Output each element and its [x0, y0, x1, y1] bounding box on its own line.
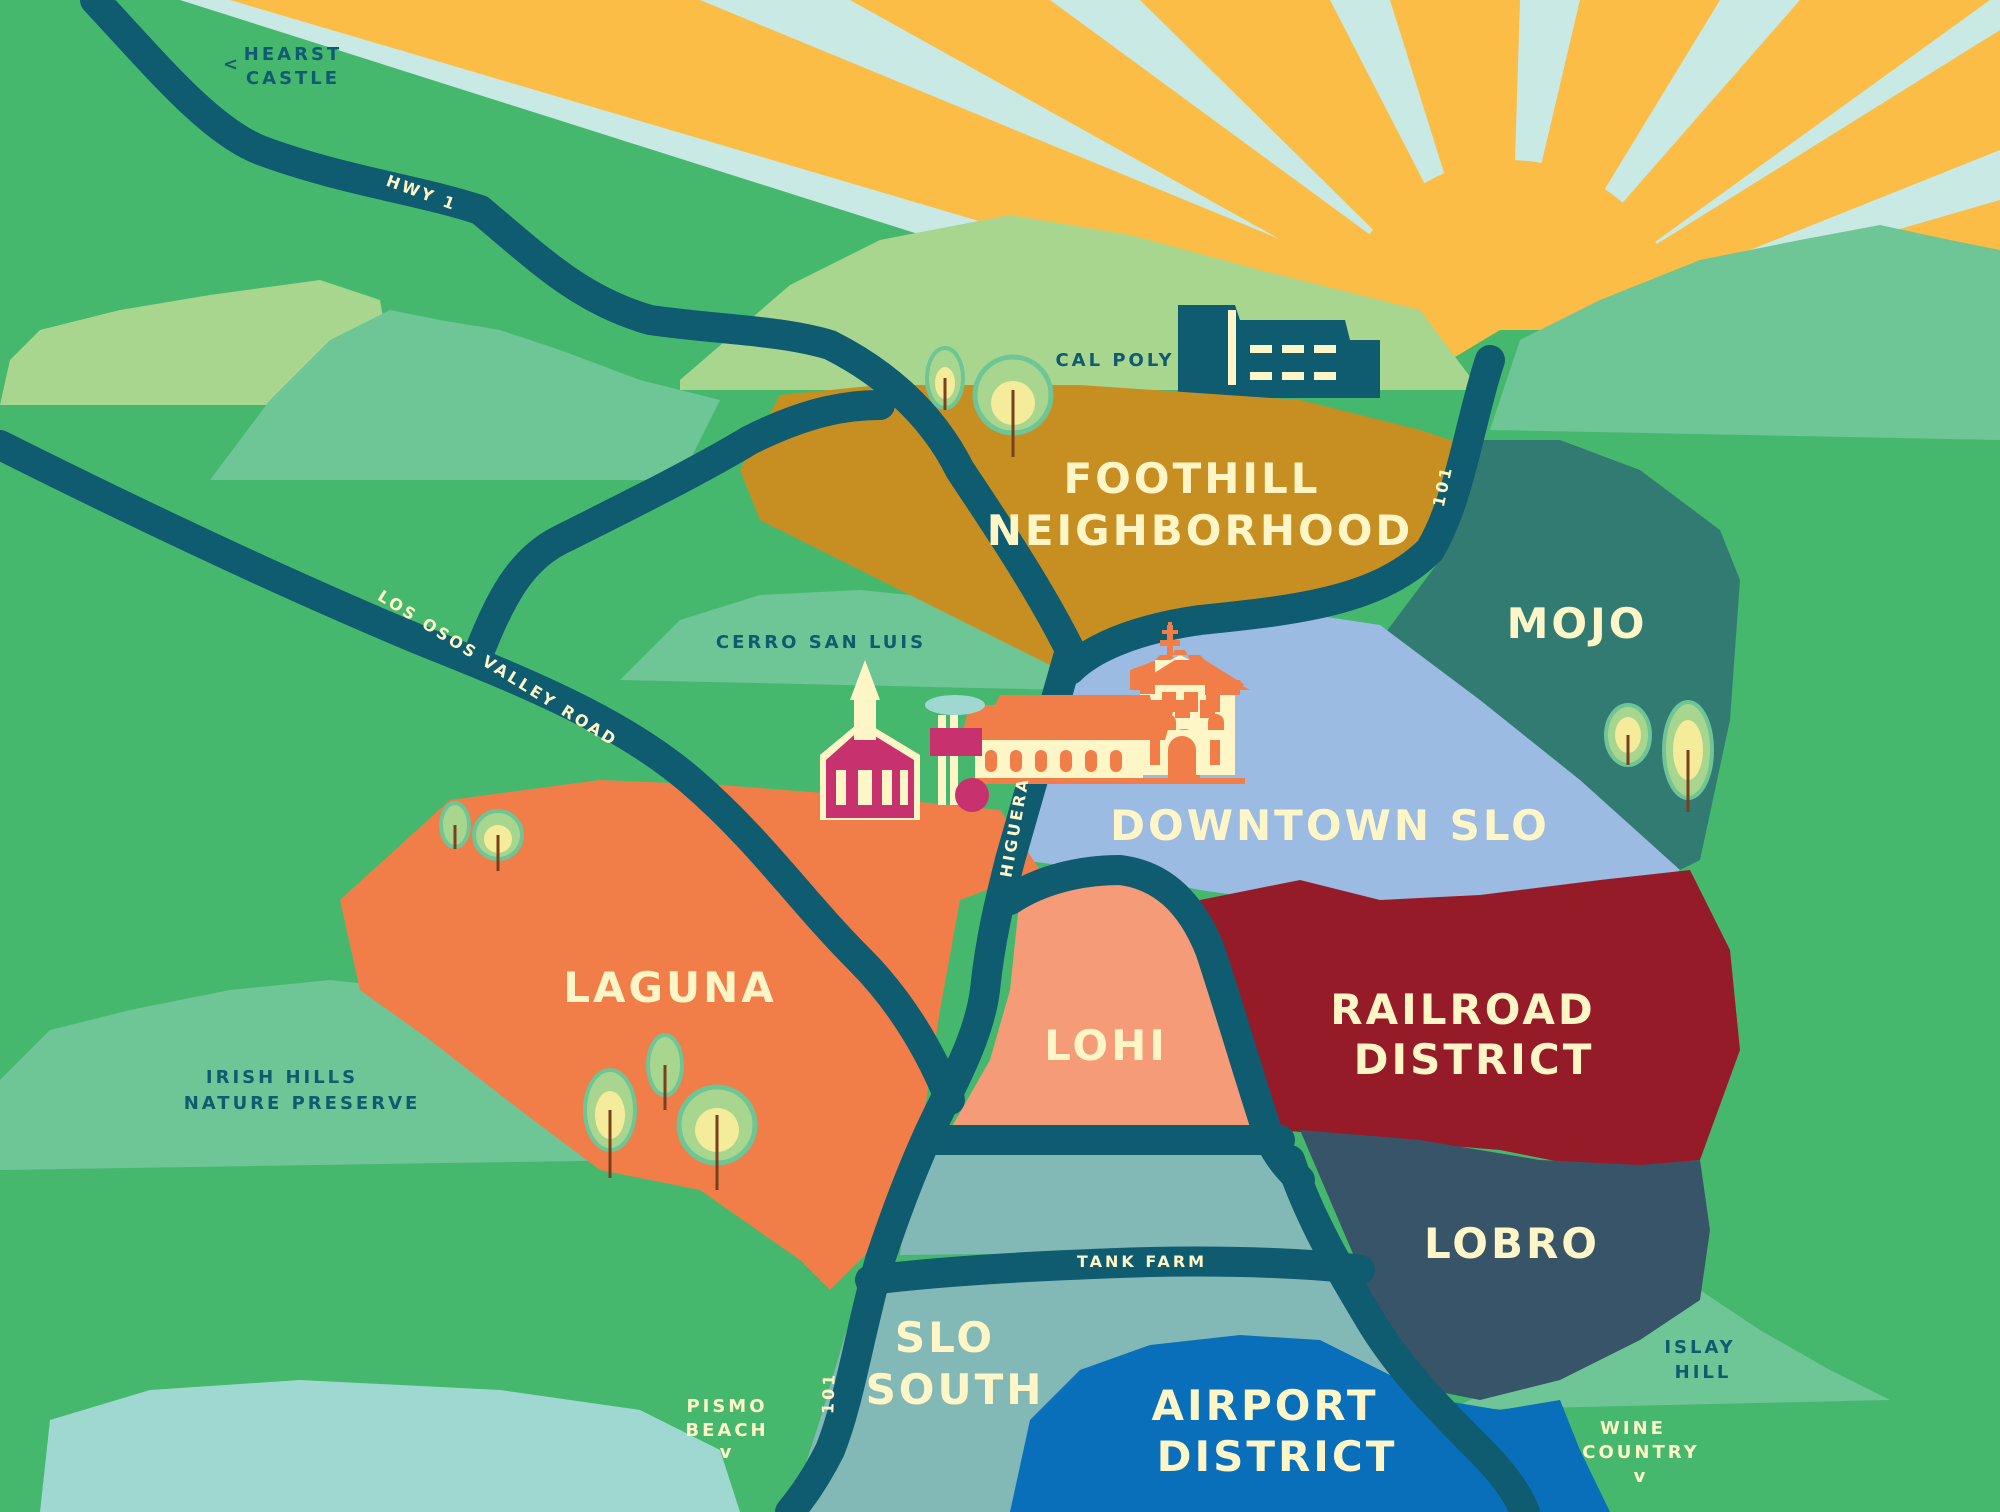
label-railroad-1: RAILROAD: [1330, 985, 1596, 1034]
cal-poly-building: [1178, 305, 1380, 398]
label-lohi: LOHI: [1044, 1021, 1168, 1070]
district-lohi: [950, 880, 1260, 1130]
district-labels: FOOTHILL NEIGHBORHOOD MOJO DOWNTOWN SLO …: [563, 454, 1648, 1481]
label-pismo-1: PISMO: [686, 1396, 767, 1417]
church: [820, 660, 920, 820]
label-hearst-arrow: <: [223, 54, 241, 75]
road-higuera: [775, 635, 1085, 1512]
label-downtown: DOWNTOWN SLO: [1110, 801, 1550, 850]
label-foothill-2: NEIGHBORHOOD: [987, 506, 1414, 555]
road-hwy101-north: [1055, 345, 1505, 685]
tree: [439, 801, 471, 849]
label-irish-2: NATURE PRESERVE: [184, 1093, 421, 1114]
tree: [1604, 703, 1652, 767]
label-irish-1: IRISH HILLS: [206, 1067, 358, 1088]
label-foothill-1: FOOTHILL: [1063, 454, 1320, 503]
road-tank-farm: [855, 1246, 1375, 1295]
label-tank-farm: TANK FARM: [1077, 1252, 1207, 1271]
hill-left-light: [0, 280, 390, 405]
tree: [676, 1084, 758, 1190]
label-islay-2: HILL: [1675, 1362, 1732, 1383]
label-airport-1: AIRPORT: [1151, 1381, 1378, 1430]
label-hearst-2: CASTLE: [246, 68, 340, 89]
hill-left-mid: [210, 310, 720, 480]
label-mojo: MOJO: [1507, 599, 1648, 648]
label-railroad-2: DISTRICT: [1354, 1035, 1595, 1084]
tree: [646, 1033, 684, 1110]
label-wine-arrow: v: [1634, 1466, 1649, 1487]
label-laguna: LAGUNA: [563, 963, 777, 1012]
tree: [972, 354, 1054, 457]
label-cal-poly: CAL POLY: [1055, 350, 1174, 371]
label-lobro: LOBRO: [1424, 1219, 1600, 1268]
district-tank-farm-band: [900, 1150, 1330, 1255]
label-hearst-1: HEARST: [244, 44, 342, 65]
label-pismo-2: BEACH: [685, 1420, 768, 1441]
hill-irish: [0, 980, 640, 1170]
district-railroad: [1200, 870, 1740, 1170]
tree: [1662, 700, 1714, 812]
label-cerro-san-luis: CERRO SAN LUIS: [716, 632, 926, 653]
trees: [439, 346, 1714, 1190]
label-airport-2: DISTRICT: [1157, 1432, 1398, 1481]
road-hwy101-south: [1275, 1145, 1540, 1512]
label-pismo-arrow: v: [720, 1442, 735, 1463]
tree: [472, 809, 524, 871]
hill-east: [1490, 225, 2000, 440]
district-mojo: [1380, 440, 1740, 880]
label-wine-2: COUNTRY: [1582, 1442, 1699, 1463]
sun: [1340, 160, 1680, 330]
district-airport: [1010, 1335, 1610, 1512]
destination-labels: PISMO BEACH v WINE COUNTRY v: [685, 1396, 1699, 1487]
tree: [925, 346, 965, 410]
label-slo-south-1: SLO: [895, 1313, 995, 1362]
roads: [0, 0, 1540, 1512]
road-hwy1: [80, 0, 1085, 665]
mission-building: [960, 622, 1250, 784]
label-hwy101-south: 101: [818, 1371, 838, 1414]
mission-roof-long: [960, 705, 1175, 740]
label-slo-south-2: SOUTH: [866, 1365, 1045, 1414]
landmark-labels: < HEARST CASTLE CAL POLY CERRO SAN LUIS …: [184, 44, 1735, 1383]
road-los-osos: [0, 430, 965, 1115]
district-laguna: [340, 780, 1040, 1290]
tree: [583, 1068, 637, 1178]
label-wine-1: WINE: [1600, 1418, 1666, 1439]
road-foothill-connector: [465, 390, 895, 665]
water-tower: [925, 695, 989, 812]
label-islay-1: ISLAY: [1664, 1337, 1735, 1358]
district-lobro: [1300, 1130, 1710, 1400]
pismo-lake: [40, 1380, 740, 1512]
